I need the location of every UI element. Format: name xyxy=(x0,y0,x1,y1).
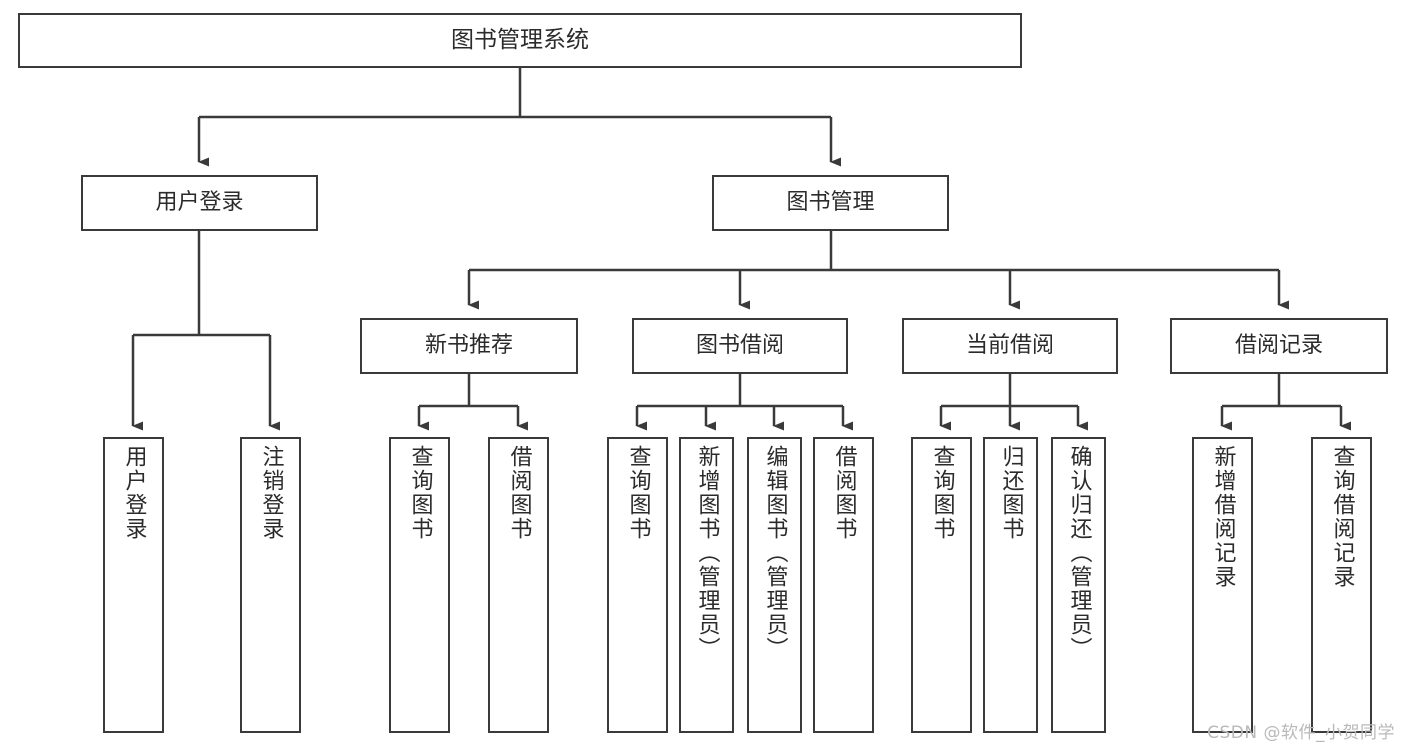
node-label: 新增借阅记录 xyxy=(1210,445,1236,589)
leaf-record-add-record[interactable]: 新增借阅记录 xyxy=(1192,437,1253,733)
node-label: 借阅图书 xyxy=(506,445,532,541)
node-label: 查询图书 xyxy=(625,445,651,541)
node-label: 借阅图书 xyxy=(831,445,857,541)
node-label: 图书借阅 xyxy=(695,333,784,359)
node-label: 新书推荐 xyxy=(424,333,513,359)
leaf-user-login-login[interactable]: 用户登录 xyxy=(103,437,164,733)
leaf-current-confirm-return-admin[interactable]: 确认归还（管理员） xyxy=(1051,437,1106,733)
leaf-borrow-borrow-book[interactable]: 借阅图书 xyxy=(813,437,874,733)
node-label: 图书管理系统 xyxy=(451,27,589,54)
leaf-recommend-borrow-book[interactable]: 借阅图书 xyxy=(488,437,549,733)
node-label: 用户登录 xyxy=(155,190,244,216)
node-book-management[interactable]: 图书管理 xyxy=(712,175,949,231)
leaf-current-query-book[interactable]: 查询图书 xyxy=(911,437,972,733)
node-label: 确认归还（管理员） xyxy=(1066,445,1092,661)
leaf-borrow-query-book[interactable]: 查询图书 xyxy=(607,437,668,733)
node-current-borrow[interactable]: 当前借阅 xyxy=(902,318,1118,374)
node-label: 借阅记录 xyxy=(1234,333,1323,359)
node-root-system[interactable]: 图书管理系统 xyxy=(18,13,1022,68)
node-label: 查询图书 xyxy=(407,445,433,541)
node-new-book-recommend[interactable]: 新书推荐 xyxy=(360,318,578,374)
node-label: 注销登录 xyxy=(258,445,284,541)
node-label: 归还图书 xyxy=(998,445,1024,541)
node-label: 图书管理 xyxy=(786,190,875,216)
node-book-borrow[interactable]: 图书借阅 xyxy=(632,318,848,374)
leaf-recommend-query-book[interactable]: 查询图书 xyxy=(389,437,450,733)
leaf-user-login-logout[interactable]: 注销登录 xyxy=(240,437,301,733)
leaf-borrow-add-book-admin[interactable]: 新增图书（管理员） xyxy=(679,437,734,733)
node-label: 查询借阅记录 xyxy=(1329,445,1355,589)
node-borrow-record[interactable]: 借阅记录 xyxy=(1170,318,1388,374)
node-label: 当前借阅 xyxy=(965,333,1054,359)
leaf-current-return-book[interactable]: 归还图书 xyxy=(983,437,1038,733)
node-label: 用户登录 xyxy=(121,445,147,541)
node-label: 编辑图书（管理员） xyxy=(762,445,788,661)
leaf-borrow-edit-book-admin[interactable]: 编辑图书（管理员） xyxy=(747,437,802,733)
node-label: 新增图书（管理员） xyxy=(694,445,720,661)
node-user-login[interactable]: 用户登录 xyxy=(81,175,318,231)
node-label: 查询图书 xyxy=(929,445,955,541)
leaf-record-query-record[interactable]: 查询借阅记录 xyxy=(1311,437,1372,733)
